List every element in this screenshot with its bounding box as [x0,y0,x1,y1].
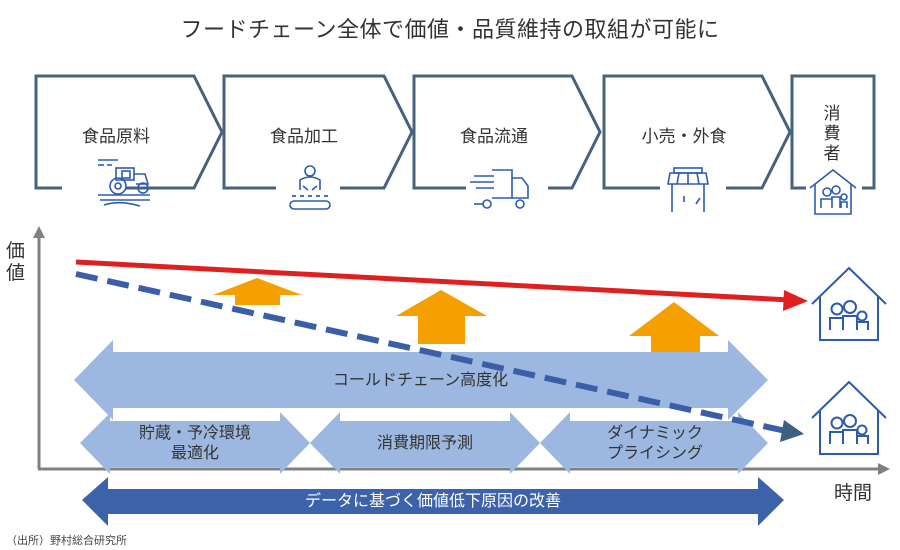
sub-band-1 [80,412,310,474]
sub-band-1-line1: 貯蔵・予冷環境 [138,423,251,442]
data-improvement-label: データに基づく価値低下原因の改善 [304,491,561,510]
stage-label-raw-materials: 食品原料 [82,127,150,147]
improvement-arrow-1 [213,278,302,305]
stage-box-1 [34,74,224,190]
sub-band-2 [310,412,540,474]
tractor-icon [98,159,150,207]
sub-band-3-line2: プライシング [606,443,703,462]
worker-conveyor-icon [289,165,331,210]
stage-label-distribution: 食品流通 [460,127,528,147]
stage-row [34,74,876,190]
stage-box-4 [602,74,792,190]
data-improvement-band [82,477,784,526]
storefront-icon [667,167,709,212]
x-axis-label: 時間 [834,482,873,504]
improvement-arrow-2 [396,290,487,344]
baseline-value-line [75,271,791,435]
x-axis-arrowhead [878,463,890,475]
improvement-arrow-3 [629,302,719,368]
diagram-title: フードチェーン全体で価値・品質維持の取組が可能に [180,18,720,43]
sub-band-3 [540,412,768,474]
sub-band-3-label: ダイナミック プライシング [560,423,750,463]
source-note: （出所）野村総合研究所 [6,534,127,547]
stage-label-processing: 食品加工 [270,127,338,147]
sub-band-3-line1: ダイナミック [607,423,703,442]
sub-band-1-label: 貯蔵・予冷環境 最適化 [100,423,290,463]
improved-arrowhead [783,290,808,311]
stage-label-consumer: 消費者 [823,104,841,164]
baseline-arrowhead [780,420,804,442]
family-house-icon [811,380,887,455]
family-house-icon [811,266,887,341]
stage-box-3 [412,74,602,190]
improved-value-line [75,259,791,303]
stage-box-5 [790,74,876,190]
y-axis-label: 価値 [6,240,26,284]
sub-band-2-label: 消費期限予測 [376,433,473,452]
family-house-icon [809,168,857,215]
sub-band-1-line2: 最適化 [170,443,219,462]
stage-box-2 [222,74,414,190]
cold-chain-label: コールドチェーン高度化 [332,370,509,389]
stage-label-retail: 小売・外食 [641,127,727,147]
y-axis-arrowhead [33,226,45,238]
cold-chain-band [74,340,768,420]
delivery-truck-icon [470,169,529,209]
